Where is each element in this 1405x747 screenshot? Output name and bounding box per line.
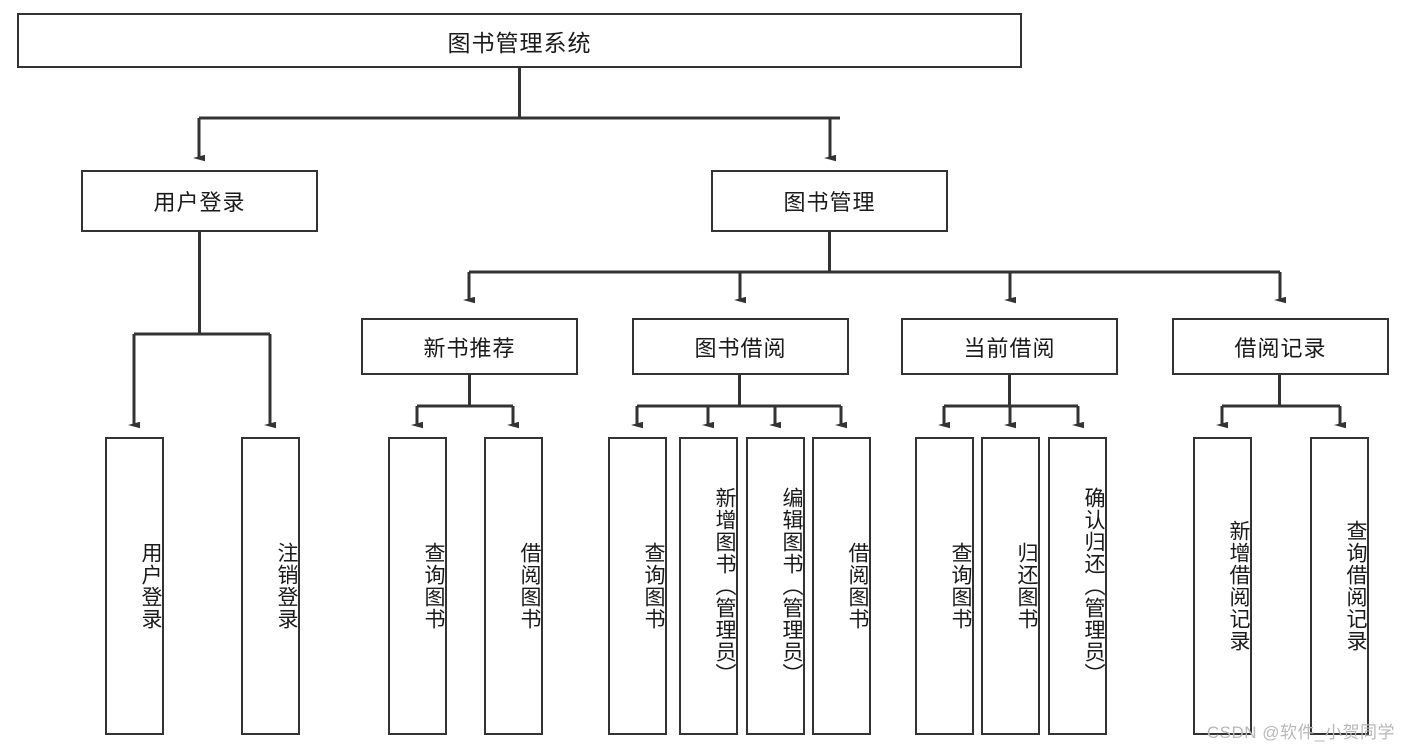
node-book-management-label: 图书管理	[783, 190, 876, 215]
leaf-label: 查询图书	[642, 542, 665, 630]
leaf-current-borrow-query[interactable]: 查询图书	[915, 437, 974, 735]
node-book-management[interactable]: 图书管理	[711, 170, 948, 232]
leaf-label: 注销登录	[275, 542, 298, 630]
leaf-label: 借阅图书	[846, 542, 869, 630]
node-user-login[interactable]: 用户登录	[81, 170, 318, 232]
leaf-book-borrow-edit[interactable]: 编辑图书（管理员）	[746, 437, 805, 735]
node-root[interactable]: 图书管理系统	[17, 13, 1022, 68]
leaf-label: 借阅图书	[518, 542, 541, 630]
leaf-label: 查询借阅记录	[1344, 520, 1367, 652]
leaf-current-borrow-confirm[interactable]: 确认归还（管理员）	[1048, 437, 1107, 735]
leaf-book-borrow-add[interactable]: 新增图书（管理员）	[679, 437, 738, 735]
node-current-borrow-label: 当前借阅	[963, 335, 1056, 361]
leaf-label: 新增借阅记录	[1227, 520, 1250, 652]
leaf-label: 查询图书	[422, 542, 445, 630]
leaf-label: 编辑图书（管理员）	[780, 487, 803, 685]
leaf-label: 确认归还（管理员）	[1082, 487, 1105, 685]
node-user-login-label: 用户登录	[153, 190, 246, 215]
leaf-book-borrow-query[interactable]: 查询图书	[608, 437, 667, 735]
node-borrow-record-label: 借阅记录	[1234, 335, 1327, 361]
leaf-borrow-record-query[interactable]: 查询借阅记录	[1310, 437, 1369, 735]
leaf-new-book-query[interactable]: 查询图书	[388, 437, 447, 735]
leaf-user-login-login[interactable]: 用户登录	[105, 437, 164, 735]
leaf-label: 新增图书（管理员）	[713, 487, 736, 685]
leaf-label: 归还图书	[1015, 542, 1038, 630]
leaf-user-login-logout[interactable]: 注销登录	[241, 437, 300, 735]
leaf-current-borrow-return[interactable]: 归还图书	[981, 437, 1040, 735]
node-book-borrow[interactable]: 图书借阅	[632, 318, 849, 375]
leaf-borrow-record-add[interactable]: 新增借阅记录	[1193, 437, 1252, 735]
leaf-label: 查询图书	[949, 542, 972, 630]
node-root-label: 图书管理系统	[447, 29, 592, 56]
leaf-book-borrow-borrow[interactable]: 借阅图书	[812, 437, 871, 735]
node-current-borrow[interactable]: 当前借阅	[901, 318, 1118, 375]
node-book-borrow-label: 图书借阅	[694, 335, 787, 361]
node-borrow-record[interactable]: 借阅记录	[1172, 318, 1389, 375]
node-new-book-recommend[interactable]: 新书推荐	[361, 318, 578, 375]
leaf-label: 用户登录	[139, 542, 162, 630]
watermark-text: CSDN @软件_小贺同学	[1206, 723, 1395, 742]
node-new-book-recommend-label: 新书推荐	[423, 335, 516, 361]
leaf-new-book-borrow[interactable]: 借阅图书	[484, 437, 543, 735]
